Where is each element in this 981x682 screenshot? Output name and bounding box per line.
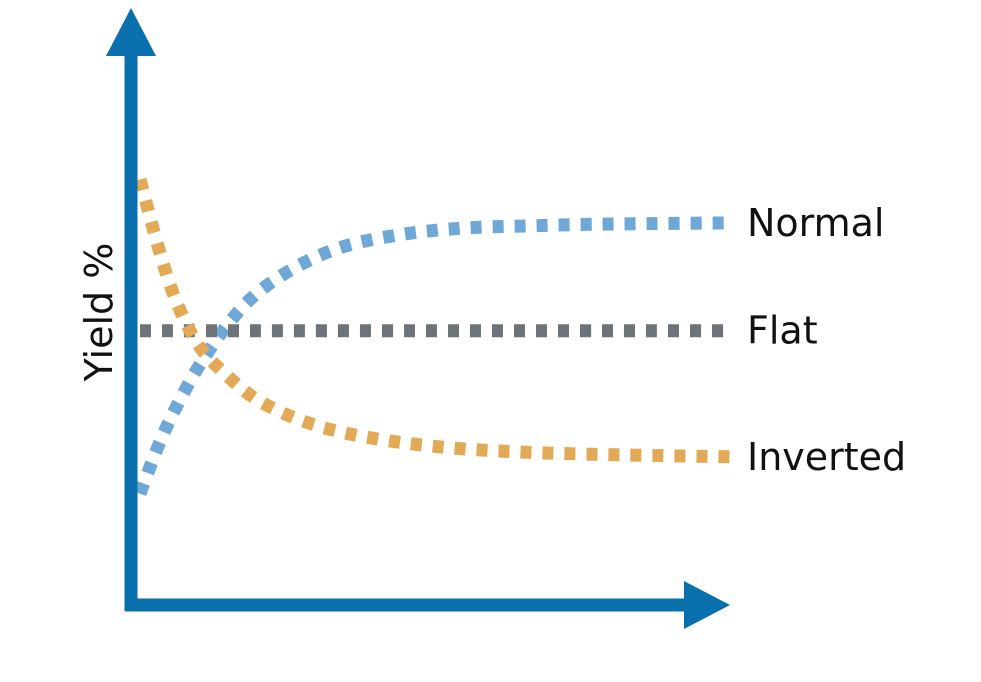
y-axis-arrow-icon bbox=[106, 8, 156, 56]
y-axis-label: Yield % bbox=[77, 243, 121, 383]
series-label-inverted: Inverted bbox=[747, 435, 906, 479]
x-axis-arrow-icon bbox=[684, 581, 730, 629]
series-layer bbox=[133, 177, 734, 497]
series-label-flat: Flat bbox=[747, 309, 818, 353]
series-line-normal bbox=[133, 216, 734, 497]
axis-layer bbox=[106, 8, 730, 629]
series-line-inverted bbox=[133, 177, 734, 464]
series-label-normal: Normal bbox=[747, 201, 885, 245]
